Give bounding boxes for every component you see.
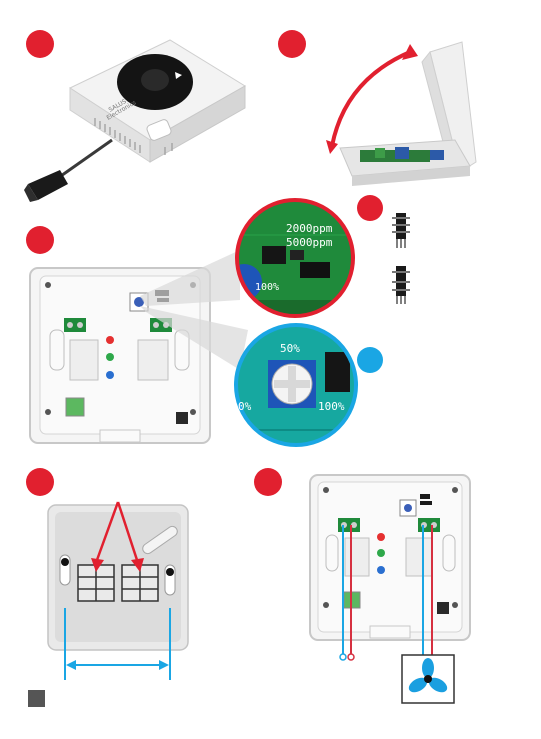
jumper-option-top: 2000ppm	[286, 222, 333, 235]
pot-zoom-circle	[230, 320, 365, 455]
pot-label-right: 100%	[318, 400, 345, 413]
square-bullet-icon	[28, 690, 45, 707]
jumper-scale-label: 100%	[255, 282, 279, 293]
step-marker-5	[26, 468, 54, 496]
step-marker-2	[278, 30, 306, 58]
jumper-option-bottom: 5000ppm	[286, 236, 333, 249]
wiring-base	[310, 475, 470, 640]
led-red	[106, 336, 114, 344]
jumper-setting-icons	[392, 213, 410, 304]
mounting-base	[48, 505, 188, 650]
device-open	[340, 42, 476, 186]
jumper-zoom-circle	[226, 195, 360, 325]
note-marker-blue	[357, 347, 383, 373]
open-arc-arrow-icon	[326, 44, 418, 154]
step-marker-4	[357, 195, 383, 221]
led-blue	[106, 371, 114, 379]
screwdriver-icon	[24, 140, 112, 202]
fan-icon	[402, 655, 454, 703]
pot-label-left: 0%	[238, 400, 252, 413]
device-closed	[70, 40, 245, 162]
step-marker-6	[254, 468, 282, 496]
step-marker-1	[26, 30, 54, 58]
led-green	[106, 353, 114, 361]
step-marker-3	[26, 226, 54, 254]
pot-label-top: 50%	[280, 342, 300, 355]
